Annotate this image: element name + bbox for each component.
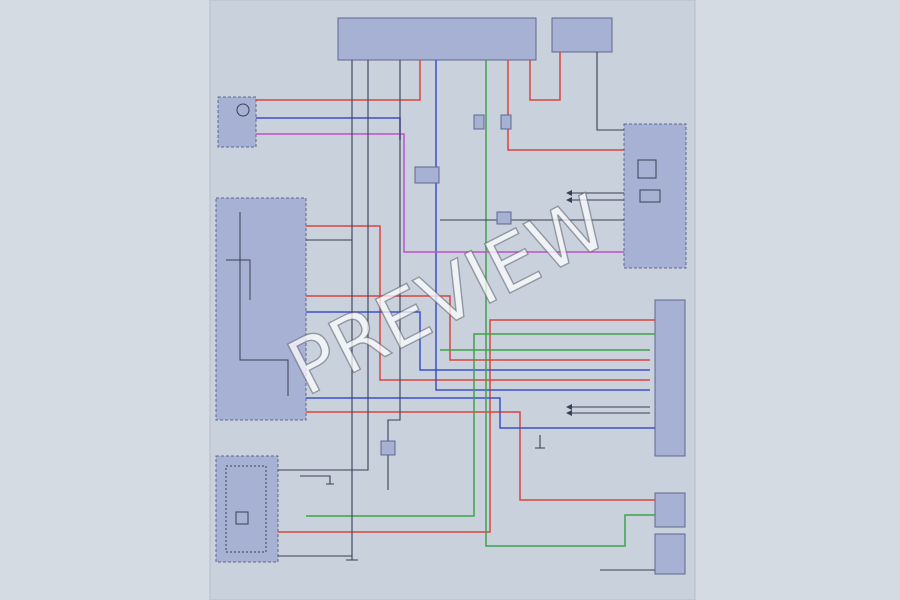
connector-small bbox=[414, 166, 440, 184]
wiper-motor bbox=[215, 455, 279, 563]
wire-red bbox=[278, 319, 655, 533]
wire-red bbox=[306, 411, 655, 501]
wire-red bbox=[306, 295, 650, 361]
wire-blue bbox=[306, 311, 650, 371]
motor-housing bbox=[225, 465, 267, 553]
arrow-left-marker bbox=[566, 197, 572, 203]
wire-red bbox=[306, 225, 650, 381]
sensor-module bbox=[217, 96, 257, 148]
small-module-lower bbox=[654, 533, 686, 575]
sensor-element bbox=[236, 103, 250, 117]
combination-switch bbox=[215, 197, 307, 421]
wire-dark bbox=[300, 475, 331, 484]
wire-dark bbox=[596, 52, 624, 131]
arrow-left-marker bbox=[566, 410, 572, 416]
component-boxes bbox=[215, 17, 687, 575]
switch-wiring bbox=[239, 212, 289, 396]
fuse-box bbox=[337, 17, 537, 61]
arrow-left-marker bbox=[566, 404, 572, 410]
multiplex-connector bbox=[654, 299, 686, 457]
arrow-markers bbox=[566, 190, 572, 416]
connector-small bbox=[496, 211, 512, 225]
small-module-upper bbox=[654, 492, 686, 528]
control-module bbox=[623, 123, 687, 269]
connector-small bbox=[380, 440, 396, 456]
arrow-left-marker bbox=[566, 190, 572, 196]
wire-green bbox=[565, 514, 655, 547]
wire-red bbox=[529, 52, 561, 101]
switch-wiring bbox=[226, 259, 251, 300]
wire-magenta bbox=[256, 133, 624, 253]
connector-small bbox=[500, 114, 512, 130]
wire-green bbox=[485, 60, 565, 547]
relay-contact bbox=[639, 189, 661, 203]
ground-symbols bbox=[326, 447, 545, 561]
motor-symbol bbox=[235, 511, 249, 525]
wire-red bbox=[507, 60, 624, 151]
relay-box bbox=[551, 17, 613, 53]
relay-coil bbox=[637, 159, 657, 179]
wire-green bbox=[306, 333, 655, 517]
wire-red bbox=[256, 60, 421, 101]
wire-blue bbox=[306, 397, 655, 429]
connector-small bbox=[473, 114, 485, 130]
inline-connectors bbox=[380, 114, 512, 456]
wire-dark bbox=[278, 60, 369, 471]
